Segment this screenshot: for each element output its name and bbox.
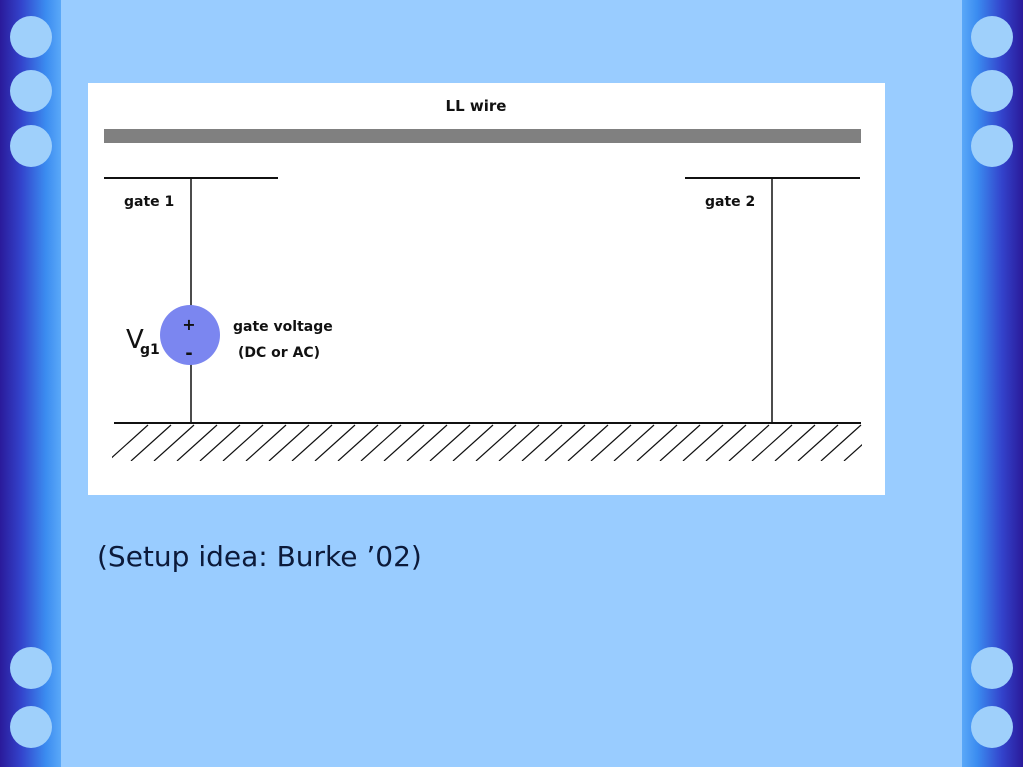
caption: (Setup idea: Burke ’02)	[97, 540, 422, 573]
hatch-stroke	[112, 424, 149, 459]
voltage-source	[160, 305, 220, 365]
hatch-stroke	[475, 424, 517, 461]
hatch-stroke	[268, 424, 310, 461]
hatch-stroke	[429, 424, 471, 461]
decorative-circle	[10, 16, 52, 58]
hatch-stroke	[337, 424, 379, 461]
voltage-source-minus: -	[185, 343, 192, 364]
voltage-label-line1: gate voltage	[233, 319, 333, 335]
hatch-stroke	[867, 425, 885, 461]
right-decorative-band	[962, 0, 1023, 767]
hatch-stroke	[751, 424, 793, 461]
decorative-circle	[10, 125, 52, 167]
hatch-stroke	[291, 424, 333, 461]
decorative-circle	[10, 647, 52, 689]
hatch-stroke	[406, 424, 448, 461]
hatch-stroke	[705, 424, 747, 461]
wire-label: LL wire	[446, 97, 507, 115]
hatch-stroke	[820, 424, 862, 461]
left-decorative-band	[0, 0, 61, 767]
hatch-stroke	[153, 424, 195, 461]
hatch-stroke	[659, 424, 701, 461]
hatch-stroke	[383, 424, 425, 461]
setup-diagram: LL wire gate 1 + - V g1 gate voltage (DC…	[88, 83, 885, 495]
decorative-circle	[971, 16, 1013, 58]
ground-hatching	[112, 424, 885, 461]
hatch-stroke	[314, 424, 356, 461]
gate-2-label: gate 2	[705, 194, 755, 210]
decorative-circle	[971, 70, 1013, 112]
hatch-stroke	[613, 424, 655, 461]
voltage-label-line2: (DC or AC)	[238, 345, 320, 361]
setup-diagram-svg: LL wire gate 1 + - V g1 gate voltage (DC…	[104, 97, 885, 461]
hatch-stroke	[176, 424, 218, 461]
hatch-stroke	[544, 424, 586, 461]
source-symbol: V	[126, 325, 144, 355]
source-subscript: g1	[140, 342, 160, 358]
hatch-stroke	[774, 424, 816, 461]
decorative-circle	[971, 125, 1013, 167]
hatch-stroke	[130, 424, 172, 461]
decorative-circle	[10, 70, 52, 112]
decorative-circle	[10, 706, 52, 748]
hatch-stroke	[843, 443, 862, 461]
hatch-stroke	[797, 424, 839, 461]
hatch-stroke	[590, 424, 632, 461]
ll-wire	[104, 129, 861, 143]
hatch-stroke	[245, 424, 287, 461]
hatch-stroke	[682, 424, 724, 461]
voltage-source-plus: +	[182, 315, 195, 334]
hatch-stroke	[452, 424, 494, 461]
decorative-circle	[971, 706, 1013, 748]
hatch-stroke	[222, 424, 264, 461]
gate-1-label: gate 1	[124, 194, 174, 210]
hatch-stroke	[728, 424, 770, 461]
hatch-stroke	[360, 424, 402, 461]
hatch-stroke	[636, 424, 678, 461]
hatch-stroke	[199, 424, 241, 461]
hatch-stroke	[567, 424, 609, 461]
hatch-stroke	[498, 424, 540, 461]
hatch-stroke	[521, 424, 563, 461]
decorative-circle	[971, 647, 1013, 689]
